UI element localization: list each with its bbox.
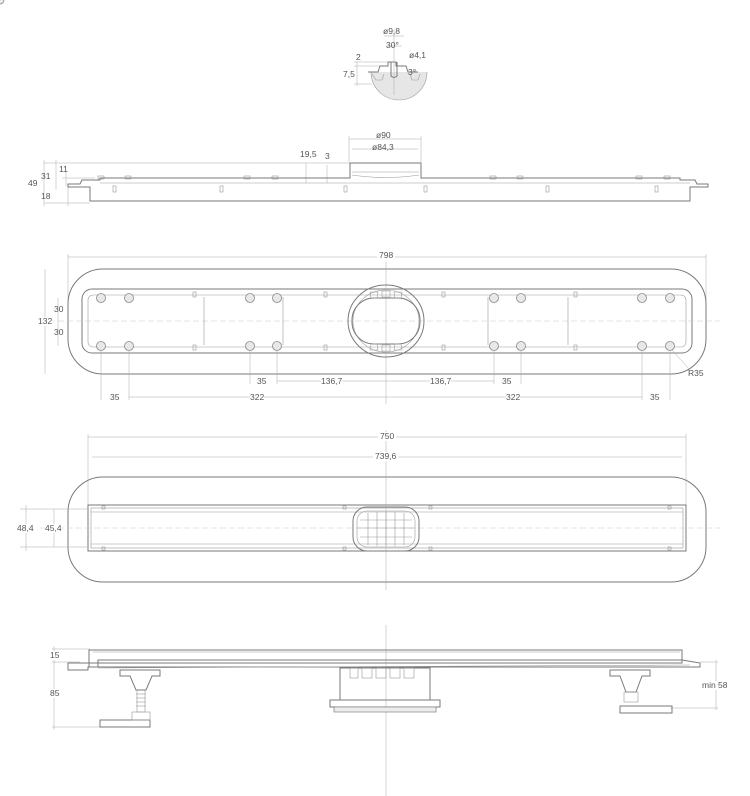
label-base-row1-3: 35 (502, 376, 512, 386)
plan-view-base (0, 0, 720, 404)
label-side-outer-diameter: ø90 (376, 130, 391, 140)
label-detail-draft-angle: 3° (408, 67, 417, 77)
label-detail-inner-diameter: ø4,1 (409, 50, 427, 60)
label-base-row1-0: 35 (257, 376, 267, 386)
label-base-row2-1: 322 (250, 392, 265, 402)
label-assembly-min-height: min 58 (702, 680, 728, 690)
label-base-offset-bottom: 30 (54, 327, 64, 337)
label-grate-length-inner: 739,6 (373, 451, 399, 461)
label-side-height-total: 49 (28, 178, 38, 188)
label-grate-width-inner: 45,4 (45, 523, 62, 533)
detail-view (354, 30, 428, 101)
side-view-top (43, 136, 709, 206)
label-base-row2-0: 35 (110, 392, 120, 402)
label-side-inner-diameter: ø84,3 (372, 142, 394, 152)
label-detail-outer-diameter: ø9,8 (383, 26, 401, 36)
label-grate-length-outer: 750 (378, 431, 397, 441)
side-view-assembly (52, 625, 718, 796)
label-base-radius: R35 (688, 368, 704, 378)
label-assembly-body-height: 85 (50, 688, 60, 698)
label-detail-height-top: 2 (356, 52, 361, 62)
label-detail-height-total: 7,5 (343, 69, 355, 79)
label-base-row1-2: 136,7 (430, 376, 452, 386)
label-side-height-lower: 18 (41, 191, 51, 201)
label-base-row2-3: 35 (650, 392, 660, 402)
label-detail-angle: 30° (386, 40, 399, 50)
label-side-height-flange: 11 (59, 164, 68, 174)
label-grate-width-outer: 48,4 (17, 523, 34, 533)
label-base-row1-1: 136,7 (321, 376, 343, 386)
label-side-height-upper: 31 (41, 171, 51, 181)
label-side-height-outlet: 19,5 (300, 149, 317, 159)
label-side-height-lip: 3 (325, 151, 330, 161)
label-base-offset-top: 30 (54, 304, 64, 314)
label-base-width: 132 (38, 316, 53, 326)
label-base-row2-2: 322 (506, 392, 521, 402)
label-base-length: 798 (377, 250, 396, 260)
plan-view-grate (20, 430, 720, 590)
label-assembly-grate-height: 15 (50, 650, 60, 660)
